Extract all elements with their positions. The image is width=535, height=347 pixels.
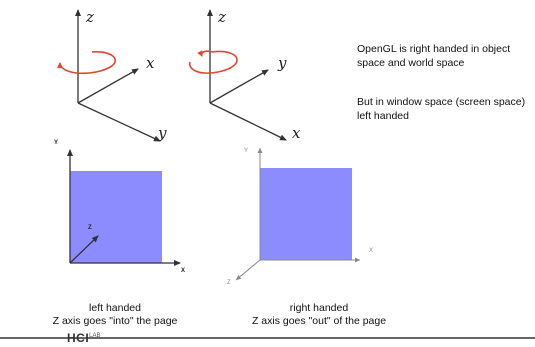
window-space-left: Y X Z — [54, 140, 185, 274]
z-axis-line — [69, 235, 99, 264]
x-axis-line — [77, 68, 139, 104]
y-axis-label: Y — [244, 148, 248, 154]
object-space-axes-left: z x y — [57, 8, 167, 142]
y-axis-label: y — [157, 124, 167, 142]
x-axis-label: X — [369, 248, 373, 254]
caption-left-line2: Z axis goes "into" the page — [52, 315, 178, 328]
square-shape — [260, 168, 352, 260]
x-axis-label: x — [146, 54, 155, 72]
object-space-axes-right: z y x — [188, 8, 301, 142]
caption-left: left handed Z axis goes "into" the page — [0, 302, 230, 328]
window-space-right: Y X Z — [227, 148, 373, 286]
caption-right-line2: Z axis goes "out" of the page — [251, 315, 387, 328]
rotation-arrow-icon — [57, 51, 117, 75]
z-axis-label: z — [217, 8, 226, 26]
note-right-handed: OpenGL is right handed in object space a… — [357, 43, 511, 69]
caption-left-line1: left handed — [89, 302, 141, 314]
hci-lab-logo: HCILAB — [67, 331, 101, 345]
z-axis-label: z — [85, 8, 94, 26]
z-axis-line — [235, 259, 261, 281]
y-axis-label: y — [277, 54, 287, 72]
x-axis-line — [209, 102, 287, 141]
y-axis-label: Y — [54, 140, 58, 146]
y-axis-line — [209, 69, 269, 104]
logo-text: HCI — [67, 331, 90, 345]
logo-sup: LAB — [89, 333, 101, 339]
caption-right-line1: right handed — [289, 302, 349, 314]
x-axis-label: X — [181, 268, 185, 274]
caption-right: right handed Z axis goes "out" of the pa… — [214, 302, 424, 328]
note-left-handed: But in window space (screen space) left … — [357, 96, 526, 122]
y-axis-line — [77, 102, 161, 142]
rotation-arrow-icon — [188, 51, 238, 74]
z-axis-label: Z — [88, 225, 92, 231]
x-axis-label: x — [292, 124, 301, 142]
z-axis-label: Z — [227, 280, 231, 286]
